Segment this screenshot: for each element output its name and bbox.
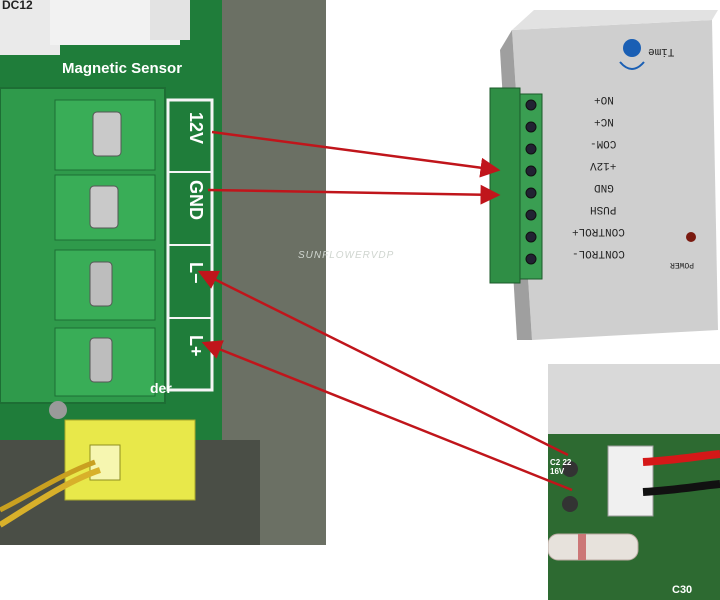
arrow-12v bbox=[211, 130, 501, 178]
arrow-l-minus bbox=[197, 270, 569, 457]
power-supply-drawing bbox=[489, 10, 718, 340]
power-supply-photo: Time NO+ NC+ COM- +12V GND PUSH CONTROL+… bbox=[472, 10, 718, 340]
c30-label: C30 bbox=[672, 584, 693, 596]
board-photo: C2 22 16V C30 bbox=[548, 364, 720, 600]
der-label: der bbox=[150, 380, 172, 396]
magnetic-sensor-label: Magnetic Sensor bbox=[62, 60, 183, 77]
pcb-drawing bbox=[0, 0, 326, 545]
pcb-photo: DC12 Magnetic Sensor der 12V GND L− L+ bbox=[0, 0, 326, 545]
board-drawing bbox=[548, 364, 720, 600]
arrow-l-plus bbox=[201, 340, 573, 492]
capacitor-label: C2 22 16V bbox=[550, 458, 572, 476]
dc12-label: DC12 bbox=[2, 0, 33, 12]
arrow-gnd bbox=[207, 184, 501, 205]
watermark: SUNFLOWERVDP bbox=[298, 250, 395, 261]
